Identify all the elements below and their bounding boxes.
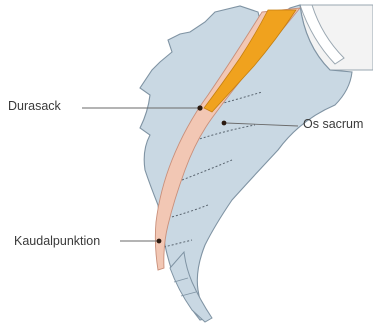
durasack-label: Durasack [8,99,61,113]
os-sacrum-label: Os sacrum [303,117,363,131]
durasack-marker [197,105,202,110]
kaudalpunktion-marker [157,239,162,244]
os-sacrum-marker [222,121,227,126]
kaudalpunktion-label: Kaudalpunktion [14,234,100,248]
